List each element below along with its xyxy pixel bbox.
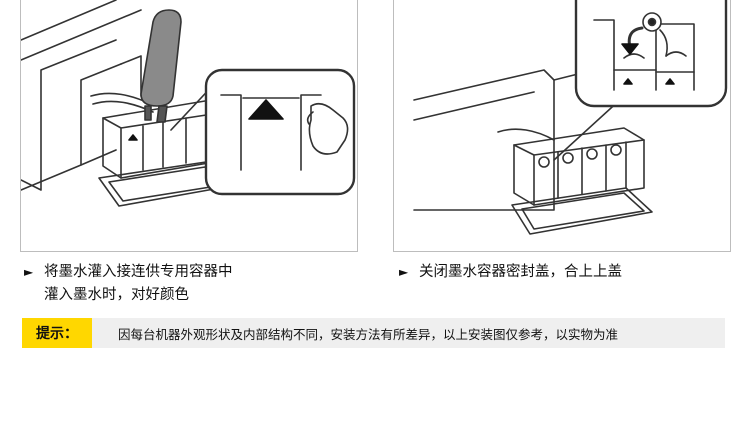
step-caption-close-cap: ►关闭墨水容器密封盖，合上上盖 [399,261,622,284]
caption-line: 灌入墨水时，对好颜色 [44,287,189,303]
tip-label: 提示： [22,318,92,348]
printer-cap-illustration [413,0,728,235]
caption-line: ►将墨水灌入接连供专用容器中 [24,261,233,284]
step-caption-fill-ink: ►将墨水灌入接连供专用容器中 灌入墨水时，对好颜色 [24,261,233,307]
bullet-arrow-icon: ► [24,265,34,279]
tip-bar: 提示： 因每台机器外观形状及内部结构不同，安装方法有所差异，以上安装图仅参考，以… [22,318,725,348]
caption-line: ►关闭墨水容器密封盖，合上上盖 [399,261,622,284]
printer-ink-bottle-illustration [21,0,356,207]
illustration-fill-ink [20,0,358,252]
illustration-close-cap [393,0,731,252]
bullet-arrow-icon: ► [399,265,409,279]
tip-text: 因每台机器外观形状及内部结构不同，安装方法有所差异，以上安装图仅参考，以实物为准 [118,326,619,342]
